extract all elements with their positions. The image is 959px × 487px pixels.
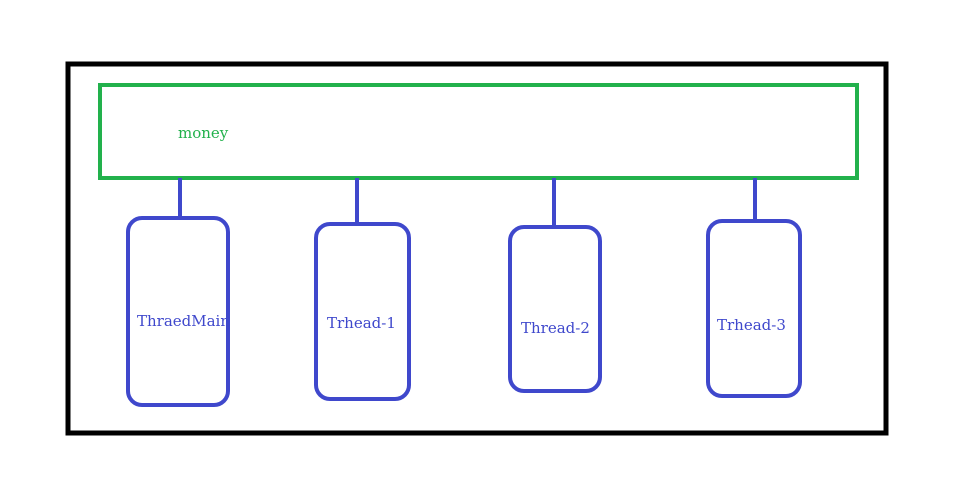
thread-label-1: Trhead-1 xyxy=(327,314,396,332)
shared-resource-box xyxy=(98,83,859,180)
outer-frame xyxy=(65,61,889,436)
shared-resource-label: money xyxy=(178,124,229,142)
thread-box-3 xyxy=(706,219,802,398)
thread-label-main: ThraedMain xyxy=(137,312,230,330)
thread-label-2: Thread-2 xyxy=(521,319,590,337)
thread-box-2 xyxy=(508,225,602,393)
thread-label-3: Trhead-3 xyxy=(717,316,786,334)
thread-box-1 xyxy=(314,222,411,401)
thread-box-main xyxy=(126,216,230,407)
